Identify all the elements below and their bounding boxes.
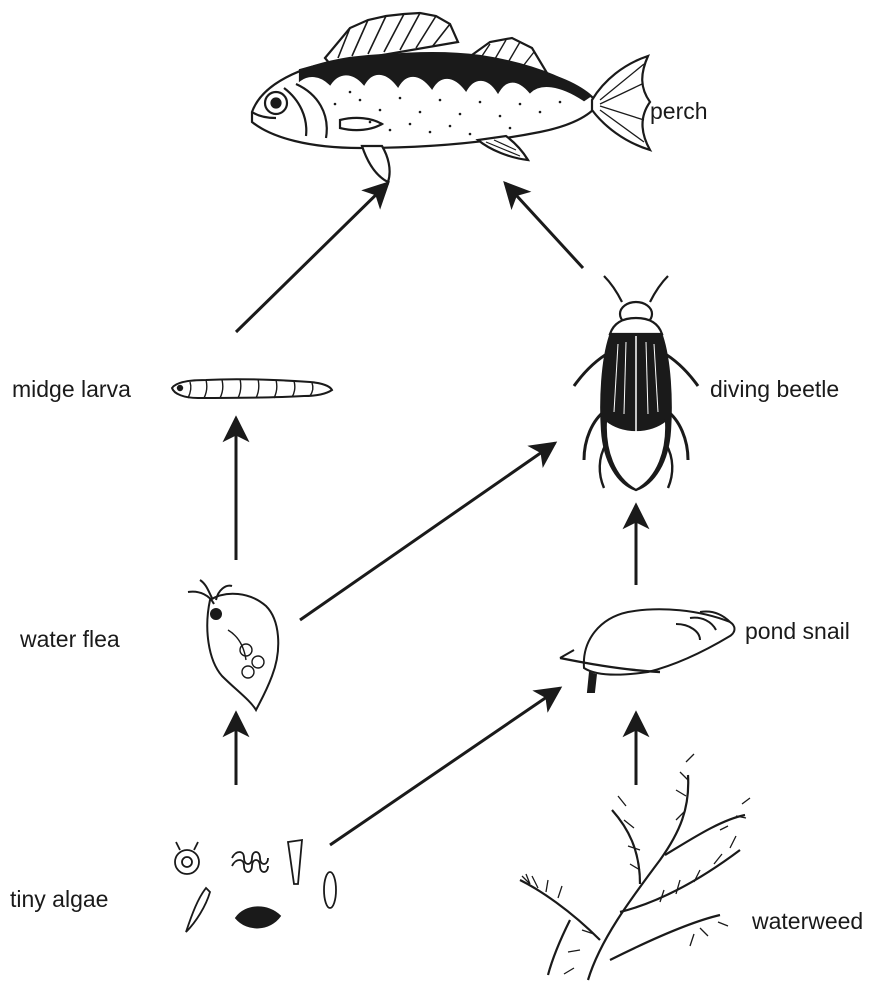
water-flea-illustration — [188, 580, 278, 710]
arrow-midge-larva-to-perch — [236, 183, 388, 332]
waterweed-illustration — [520, 754, 750, 980]
midge-larva-illustration — [172, 379, 332, 398]
label-diving-beetle: diving beetle — [710, 378, 839, 401]
arrow-diving-beetle-to-perch — [505, 183, 583, 268]
label-tiny-algae: tiny algae — [10, 888, 108, 911]
label-waterweed: waterweed — [752, 910, 863, 933]
tiny-algae-illustration — [175, 840, 336, 932]
arrow-tiny-algae-to-pond-snail — [330, 688, 560, 845]
pond-snail-illustration — [560, 609, 735, 692]
label-perch: perch — [650, 100, 708, 123]
arrow-water-flea-to-diving-beetle — [300, 443, 555, 620]
perch-illustration — [252, 13, 650, 182]
label-midge-larva: midge larva — [12, 378, 131, 401]
label-water-flea: water flea — [20, 628, 120, 651]
label-pond-snail: pond snail — [745, 620, 850, 643]
diving-beetle-illustration — [574, 276, 698, 490]
arrows — [236, 183, 636, 845]
